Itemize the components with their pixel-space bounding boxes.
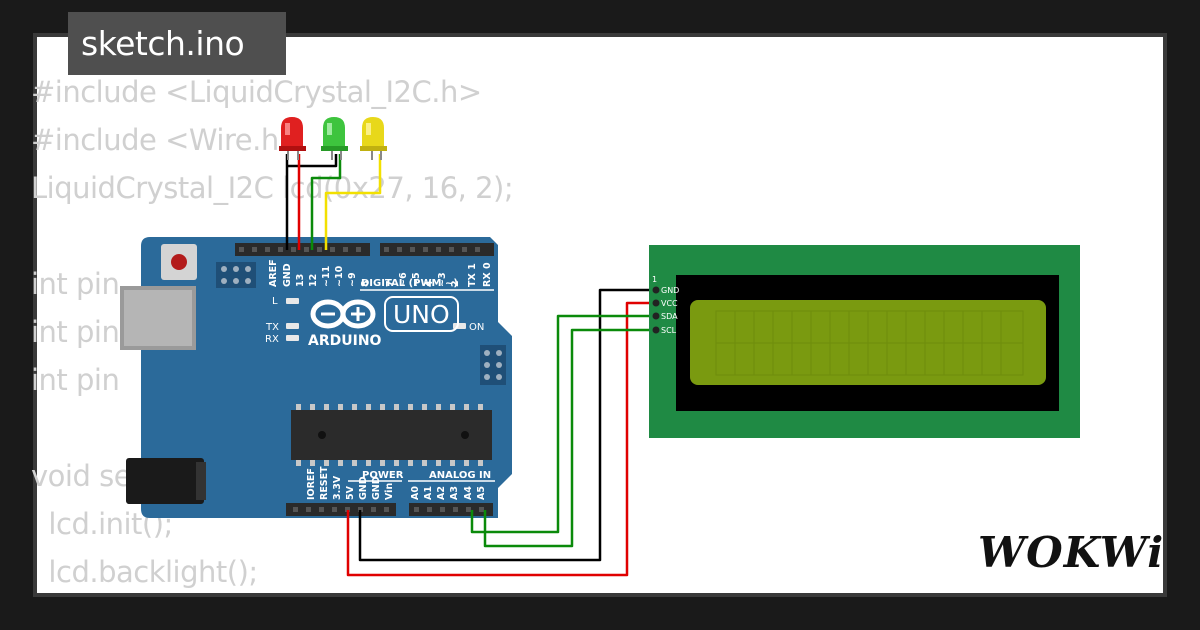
code-line: #include <Wire.h> bbox=[31, 123, 303, 157]
usb-port-inner bbox=[124, 290, 192, 346]
pin-label: RESET bbox=[319, 466, 330, 500]
code-line: lcd.backlight(); bbox=[31, 555, 258, 589]
pin-label: 13 bbox=[295, 274, 306, 287]
wire-gnd bbox=[358, 288, 656, 562]
wire-black bbox=[287, 154, 338, 168]
pin-label: ~5 bbox=[411, 272, 422, 287]
pin-label: 8 bbox=[360, 280, 371, 287]
power-jack bbox=[126, 458, 204, 504]
power-header-label: POWER bbox=[362, 470, 404, 481]
lcd-character-grid bbox=[715, 310, 1024, 376]
model-badge bbox=[384, 296, 459, 332]
led-label: L bbox=[272, 296, 278, 307]
yellow-led[interactable] bbox=[360, 117, 387, 160]
pin-label: A3 bbox=[449, 486, 460, 500]
power-jack-lip bbox=[196, 462, 206, 500]
lcd-pin-label: SDA bbox=[661, 312, 678, 321]
code-line: #include <LiquidCrystal_I2C.h> bbox=[31, 75, 482, 109]
pin-label: ~9 bbox=[347, 272, 358, 287]
pin-label: ~6 bbox=[398, 272, 409, 287]
wire-scl bbox=[483, 328, 656, 548]
led-label: TX bbox=[265, 322, 279, 333]
lcd-display[interactable]: 1 GND VCC SDA SCL bbox=[649, 245, 1080, 438]
pin-label: A5 bbox=[476, 486, 487, 500]
pin-label: A1 bbox=[423, 486, 434, 500]
logo-symbols bbox=[321, 307, 365, 321]
pin-label: 12 bbox=[308, 274, 319, 287]
led-label: ON bbox=[469, 322, 484, 333]
lcd-pin-label: GND bbox=[661, 286, 679, 295]
pin-label: ~10 bbox=[334, 265, 345, 287]
analog-header-label: ANALOG IN bbox=[429, 470, 491, 481]
lcd-pin-one-label: 1 bbox=[652, 275, 657, 284]
pin-label: A4 bbox=[463, 486, 474, 500]
green-led[interactable] bbox=[321, 117, 348, 160]
pin-label: IOREF bbox=[306, 468, 317, 500]
pin-label: A0 bbox=[410, 486, 421, 500]
code-line: int pin bbox=[31, 363, 120, 397]
code-line: int pin bbox=[31, 315, 120, 349]
icsp-header-2 bbox=[480, 345, 506, 385]
icsp-header bbox=[216, 262, 256, 288]
lcd-wires bbox=[346, 288, 656, 577]
lcd-pin-label: VCC bbox=[661, 299, 678, 308]
led-label: RX bbox=[265, 334, 279, 345]
pin-label: ~3 bbox=[437, 272, 448, 287]
code-line: int pin bbox=[31, 267, 120, 301]
lcd-pin-label: SCL bbox=[661, 326, 677, 335]
pin-label: 4 bbox=[424, 280, 435, 287]
digital-header-left bbox=[235, 243, 370, 256]
code-line: LiquidCrystal_I2C lcd(0x27, 16, 2); bbox=[31, 171, 514, 205]
atmega-chip bbox=[291, 404, 492, 466]
reset-button[interactable] bbox=[161, 244, 197, 280]
led-rx bbox=[286, 335, 299, 341]
red-led[interactable] bbox=[279, 117, 306, 160]
led-tx bbox=[286, 323, 299, 329]
digital-header-label: DIGITAL (PWM ~) bbox=[361, 278, 458, 289]
pin-label: 3.3V bbox=[332, 475, 343, 500]
pin-label: 5V bbox=[345, 485, 356, 500]
model-label: UNO bbox=[393, 300, 450, 329]
pin-label: GND bbox=[371, 476, 382, 500]
pin-label: ~11 bbox=[321, 266, 332, 287]
wire-sda bbox=[470, 314, 656, 534]
wire-green bbox=[310, 154, 342, 250]
pin-label: 7 bbox=[385, 280, 396, 287]
wire-vcc bbox=[346, 301, 656, 577]
led-l bbox=[286, 298, 299, 304]
arduino-infinity-logo bbox=[310, 299, 376, 329]
led-wires bbox=[285, 154, 382, 250]
brand-label: ARDUINO bbox=[308, 333, 382, 349]
pin-label: Vin bbox=[384, 483, 395, 500]
wokwi-logo: WOKWi bbox=[978, 528, 1164, 577]
code-editor-background: #include <LiquidCrystal_I2C.h> #include … bbox=[31, 68, 514, 596]
wire-yellow bbox=[324, 154, 382, 250]
pin-label: AREF bbox=[268, 259, 279, 287]
lcd-pins bbox=[652, 286, 660, 334]
power-header bbox=[286, 503, 396, 516]
pin-label: 2 bbox=[450, 280, 461, 287]
pin-label: TX 1 bbox=[467, 263, 478, 287]
pin-label: RX 0 bbox=[482, 262, 493, 287]
pin-label: GND bbox=[282, 263, 293, 287]
pin-label: GND bbox=[358, 476, 369, 500]
pin-label: A2 bbox=[436, 486, 447, 500]
arduino-uno-board[interactable]: AREF GND 13 12 ~11 ~10 ~9 8 7 ~6 ~5 4 ~3… bbox=[120, 237, 512, 518]
file-tab[interactable]: sketch.ino bbox=[68, 12, 286, 75]
